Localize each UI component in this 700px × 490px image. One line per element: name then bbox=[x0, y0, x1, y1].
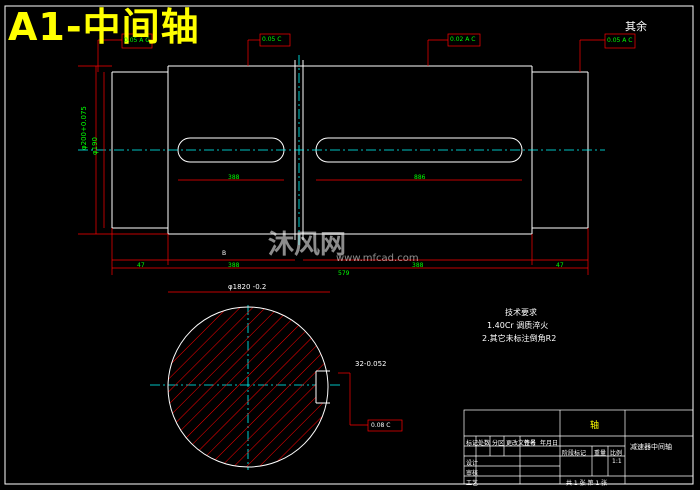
dim-right-step: 47 bbox=[556, 262, 564, 269]
tol-frame-top-left: 0.05 A C bbox=[124, 37, 150, 44]
tb-mid-label-0: 阶段标记 bbox=[562, 450, 587, 457]
tb-left-label-2: 分区 bbox=[492, 440, 505, 447]
tb-sheet-count: 共 1 张 第 1 张 bbox=[566, 480, 608, 487]
tol-frame-top-right: 0.05 A C bbox=[607, 37, 633, 44]
tb-left-label-4: 签名 bbox=[524, 440, 537, 447]
watermark-logo: 沐风网 bbox=[268, 230, 347, 260]
tol-frame-section: 0.08 C bbox=[371, 422, 391, 429]
dim-key-left: 388 bbox=[228, 174, 240, 181]
tech-req-heading: 技术要求 bbox=[505, 308, 537, 317]
dim-total-length: 579 bbox=[338, 270, 350, 277]
dim-left-step: 47 bbox=[137, 262, 145, 269]
sheet-border bbox=[4, 5, 694, 485]
drawing-title: A1-中间轴 bbox=[8, 5, 200, 49]
tb-left-label-0: 标记 bbox=[466, 440, 479, 447]
dim-section-dia: φ1820 -0.2 bbox=[228, 283, 267, 291]
title-block bbox=[463, 409, 694, 485]
tb-left-label-3: 更改文件号 bbox=[506, 440, 537, 447]
tb-row-review: 审核 bbox=[466, 470, 479, 477]
shaft-cross-section bbox=[167, 306, 330, 468]
dim-mid-right: 388 bbox=[412, 262, 424, 269]
dim-mid-left: 388 bbox=[228, 262, 240, 269]
dim-key-right: 886 bbox=[414, 174, 426, 181]
tech-req-item-1: 1.40Cr 调质淬火 bbox=[487, 321, 549, 330]
tb-mid-label-1: 重量 bbox=[594, 450, 607, 457]
tb-drawing-name: 减速器中间轴 bbox=[630, 443, 672, 451]
dim-key-width: 32-0.052 bbox=[355, 360, 387, 368]
tb-left-label-5: 年月日 bbox=[540, 440, 559, 447]
tol-frame-upper: 0.02 A C bbox=[450, 36, 476, 43]
dim-dia-190: φ190 bbox=[91, 137, 99, 155]
tb-mid-label-2: 比例 bbox=[610, 450, 623, 457]
tb-main-label: 轴 bbox=[590, 421, 600, 431]
tb-scale: 1:1 bbox=[612, 458, 622, 465]
surface-finish-note: 其余 bbox=[625, 20, 647, 33]
watermark-url: www.mfcad.com bbox=[336, 253, 419, 264]
tb-left-label-1: 处数 bbox=[478, 440, 491, 447]
tol-frame-top-mid: 0.05 C bbox=[262, 36, 282, 43]
tech-req-item-2: 2.其它未标注倒角R2 bbox=[482, 334, 557, 343]
dimension-lines bbox=[78, 39, 605, 426]
dim-dia-200: φ200+0.075 bbox=[80, 106, 88, 150]
tb-row-process: 工艺 bbox=[466, 480, 479, 487]
tolerance-frames bbox=[121, 33, 636, 432]
tb-row-design: 设计 bbox=[466, 460, 479, 467]
section-label: B bbox=[222, 250, 227, 257]
